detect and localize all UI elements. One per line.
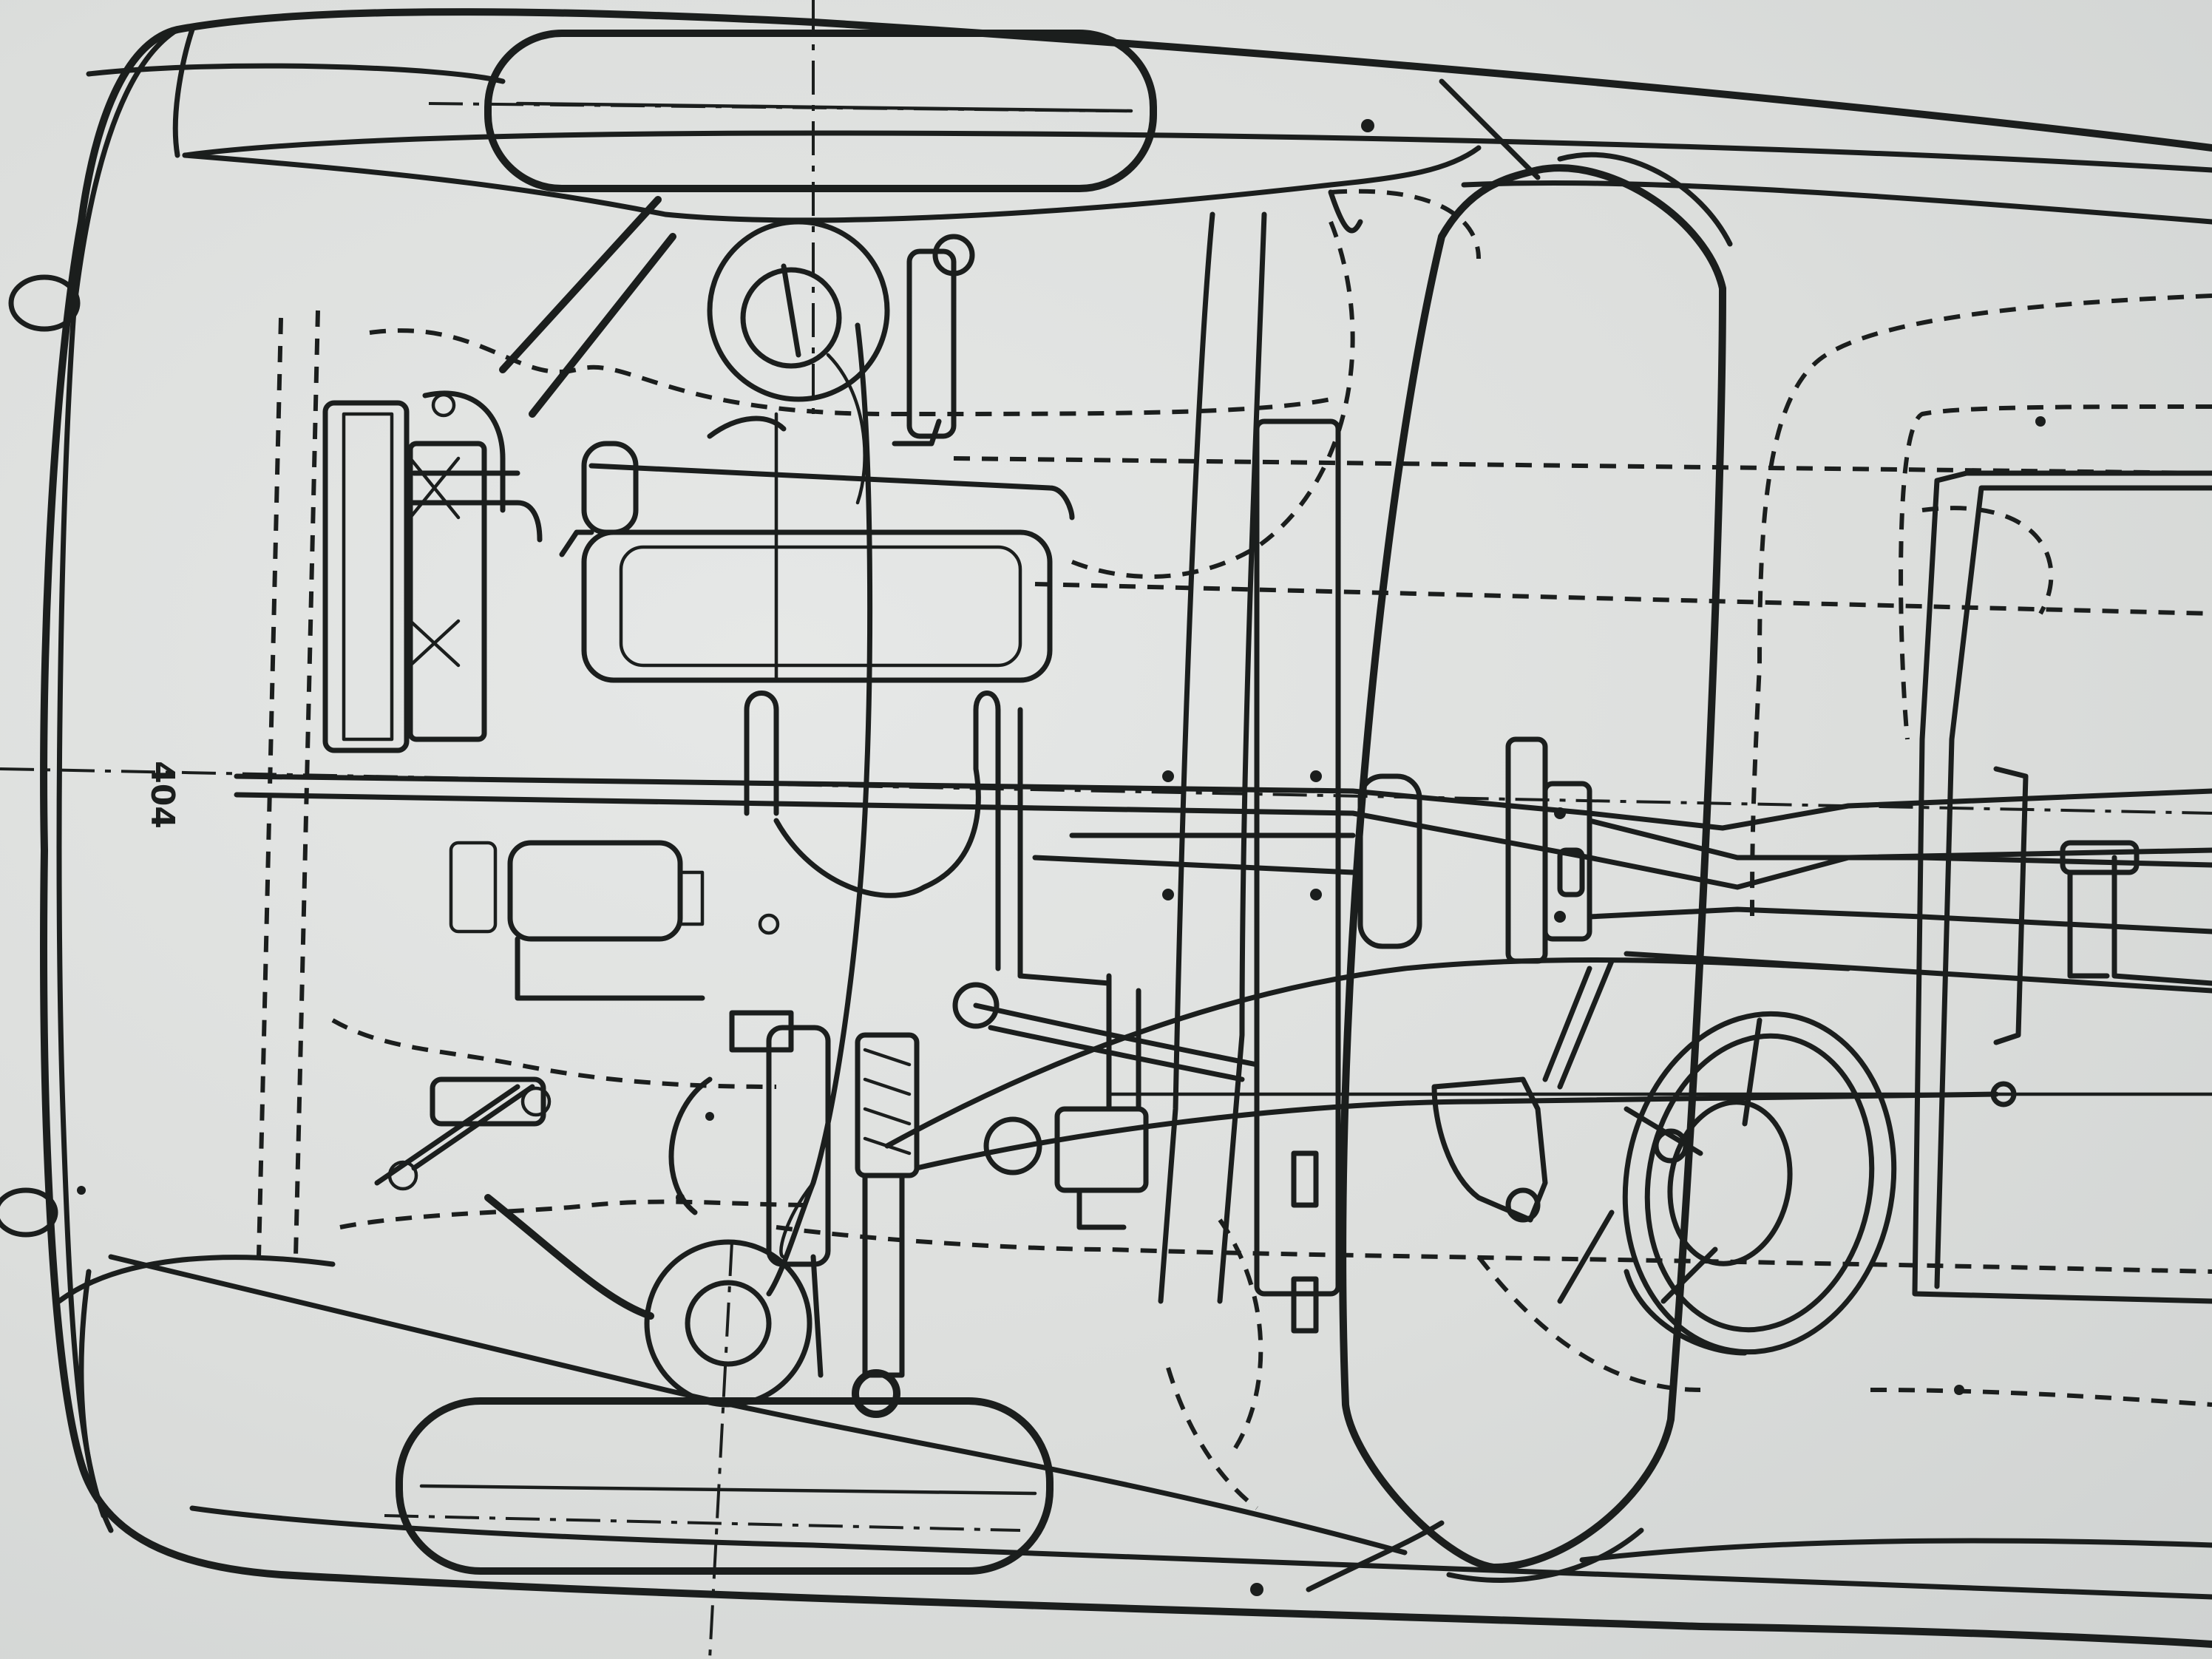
rear-of-body-top-panel [56, 27, 506, 1533]
fasteners [77, 119, 2046, 1596]
steering-box [855, 973, 1260, 1230]
rear-seat [1912, 470, 2212, 1304]
front-wheel-bottom [396, 1397, 1054, 1575]
front-suspension-top [499, 196, 975, 505]
steering-wheel [1622, 1011, 1897, 1356]
body-outline [40, 8, 2212, 1648]
scuttle-panel [1339, 152, 1733, 1583]
brake-cables [766, 322, 2212, 1378]
pedal-bracket [1431, 958, 1689, 1304]
front-wheel-top [484, 30, 1157, 192]
starter-motor [449, 840, 705, 1001]
radiator [322, 390, 506, 753]
front-lamp [0, 274, 81, 1238]
cross-members [1158, 189, 1363, 1334]
engine-block [404, 412, 1112, 986]
model-label: 404 [143, 761, 181, 829]
propeller-shaft [234, 736, 2212, 994]
